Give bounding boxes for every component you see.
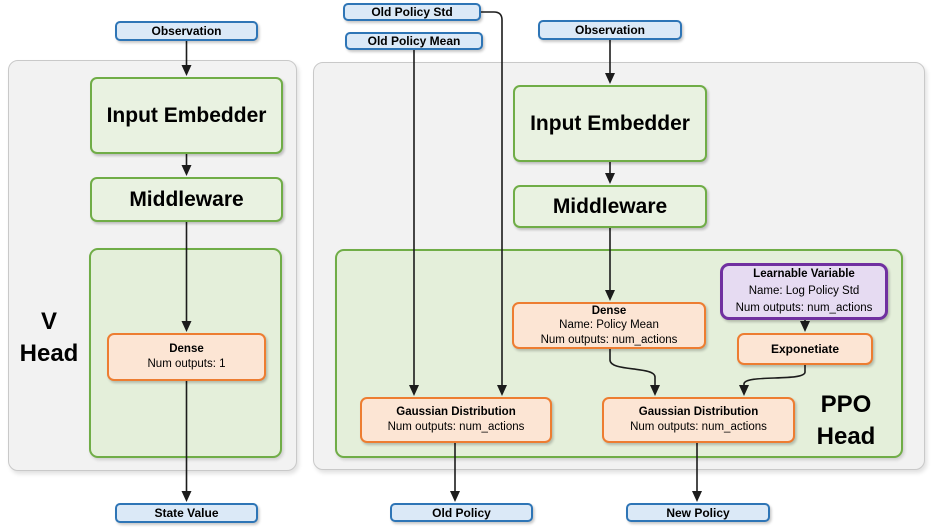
observation-input-v: Observation (115, 21, 258, 41)
dense-policy-mean-name: Name: Policy Mean (559, 319, 659, 332)
old-policy-std-input: Old Policy Std (343, 3, 481, 21)
observation-input-ppo: Observation (538, 20, 682, 40)
old-policy-output: Old Policy (390, 503, 533, 522)
v-head-label: V Head (12, 306, 86, 370)
dense-v-num-outputs: Num outputs: 1 (147, 358, 226, 370)
dense-v: Dense Num outputs: 1 (107, 333, 266, 381)
exponetiate-op: Exponetiate (737, 333, 873, 365)
ppo-head-label: PPO Head (800, 389, 892, 453)
dense-policy-mean-num-outputs: Num outputs: num_actions (540, 333, 678, 346)
gaussian-old-title: Gaussian Distribution (396, 406, 516, 418)
middleware-ppo: Middleware (513, 185, 707, 228)
input-embedder-v: Input Embedder (90, 77, 283, 154)
input-embedder-ppo: Input Embedder (513, 85, 707, 162)
ppo-head-label-line1: PPO (820, 391, 872, 418)
dense-v-title: Dense (169, 343, 204, 355)
gaussian-distribution-old: Gaussian Distribution Num outputs: num_a… (360, 397, 552, 443)
learnable-variable-num-outputs: Num outputs: num_actions (735, 302, 873, 314)
dense-policy-mean: Dense Name: Policy Mean Num outputs: num… (512, 302, 706, 349)
ppo-head-label-line2: Head (816, 423, 876, 450)
learnable-variable-log-policy-std: Learnable Variable Name: Log Policy Std … (720, 263, 888, 320)
state-value-output: State Value (115, 503, 258, 523)
dense-policy-mean-title: Dense (591, 304, 627, 317)
v-head-label-line2: Head (19, 340, 79, 367)
gaussian-new-num-outputs: Num outputs: num_actions (630, 421, 767, 433)
gaussian-distribution-new: Gaussian Distribution Num outputs: num_a… (602, 397, 795, 443)
gaussian-new-title: Gaussian Distribution (638, 406, 759, 418)
new-policy-output: New Policy (626, 503, 770, 522)
learnable-variable-title: Learnable Variable (753, 268, 855, 280)
learnable-variable-name: Name: Log Policy Std (748, 285, 860, 297)
gaussian-old-num-outputs: Num outputs: num_actions (387, 421, 525, 433)
old-policy-mean-input: Old Policy Mean (345, 32, 483, 50)
v-head-label-line1: V (40, 308, 57, 335)
middleware-v: Middleware (90, 177, 283, 222)
